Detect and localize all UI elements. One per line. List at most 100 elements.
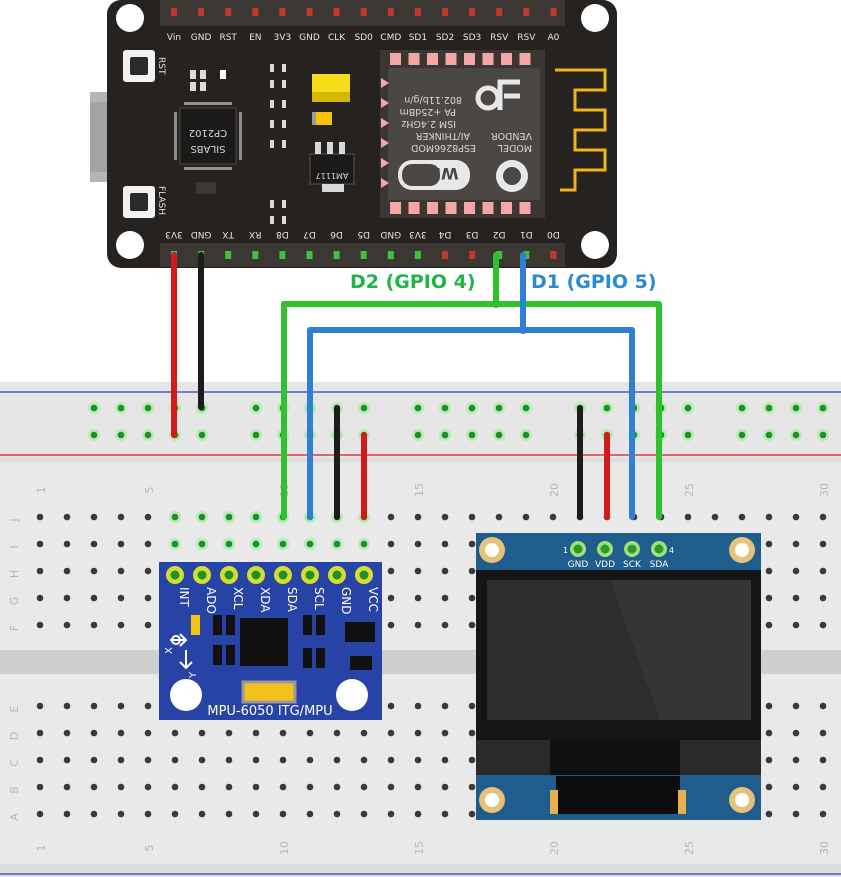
breadboard-hole[interactable] [360,729,368,737]
breadboard-hole[interactable] [252,756,260,764]
breadboard-hole[interactable] [792,594,800,602]
breadboard-hole[interactable] [441,810,449,818]
header-pin[interactable] [306,251,313,259]
header-pin[interactable] [198,8,205,16]
rail-hole[interactable] [90,431,98,439]
header-pin[interactable] [469,8,476,16]
breadboard-hole[interactable] [63,594,71,602]
breadboard-hole[interactable] [279,783,287,791]
breadboard-hole[interactable] [225,756,233,764]
breadboard-hole[interactable] [333,729,341,737]
breadboard-hole[interactable] [819,567,827,575]
breadboard-hole[interactable] [819,702,827,710]
rail-hole[interactable] [117,404,125,412]
breadboard-hole[interactable] [36,594,44,602]
breadboard-hole[interactable] [360,756,368,764]
breadboard-hole[interactable] [36,729,44,737]
breadboard-hole[interactable] [144,810,152,818]
rail-hole[interactable] [414,431,422,439]
breadboard-hole[interactable] [414,702,422,710]
breadboard-hole[interactable] [468,756,476,764]
breadboard-hole[interactable] [360,783,368,791]
breadboard-hole[interactable] [279,540,287,548]
breadboard-hole[interactable] [225,810,233,818]
breadboard-hole[interactable] [63,756,71,764]
breadboard-hole[interactable] [225,513,233,521]
rail-hole[interactable] [144,404,152,412]
breadboard-hole[interactable] [441,729,449,737]
breadboard-hole[interactable] [36,702,44,710]
rail-hole[interactable] [252,404,260,412]
breadboard-hole[interactable] [252,513,260,521]
breadboard-hole[interactable] [441,513,449,521]
breadboard-hole[interactable] [63,729,71,737]
breadboard-hole[interactable] [360,540,368,548]
rail-hole[interactable] [765,431,773,439]
rail-hole[interactable] [522,431,530,439]
mpu-pin-hole[interactable] [170,570,180,580]
header-pin[interactable] [252,251,259,259]
breadboard-hole[interactable] [765,513,773,521]
breadboard-hole[interactable] [765,702,773,710]
breadboard-hole[interactable] [765,810,773,818]
rail-hole[interactable] [144,431,152,439]
breadboard-hole[interactable] [90,621,98,629]
breadboard-hole[interactable] [333,783,341,791]
breadboard-hole[interactable] [171,729,179,737]
oled-pin-hole[interactable] [627,544,637,554]
breadboard-hole[interactable] [387,540,395,548]
breadboard-hole[interactable] [738,513,746,521]
breadboard-hole[interactable] [711,513,719,521]
oled-pin-hole[interactable] [573,544,583,554]
header-pin[interactable] [414,251,421,259]
breadboard-hole[interactable] [468,594,476,602]
breadboard-hole[interactable] [144,756,152,764]
header-pin[interactable] [225,251,232,259]
header-pin[interactable] [333,251,340,259]
header-pin[interactable] [496,8,503,16]
breadboard-hole[interactable] [63,540,71,548]
breadboard-hole[interactable] [819,540,827,548]
breadboard-hole[interactable] [171,540,179,548]
rail-hole[interactable] [468,404,476,412]
breadboard-hole[interactable] [468,540,476,548]
breadboard-hole[interactable] [333,756,341,764]
breadboard-hole[interactable] [306,729,314,737]
rail-hole[interactable] [792,431,800,439]
breadboard-hole[interactable] [360,810,368,818]
breadboard-hole[interactable] [792,540,800,548]
breadboard-hole[interactable] [117,783,125,791]
breadboard-hole[interactable] [468,567,476,575]
breadboard-hole[interactable] [792,810,800,818]
breadboard-hole[interactable] [63,783,71,791]
breadboard-hole[interactable] [117,540,125,548]
breadboard-hole[interactable] [90,513,98,521]
rail-hole[interactable] [603,404,611,412]
oled-pin-hole[interactable] [600,544,610,554]
breadboard-hole[interactable] [414,756,422,764]
breadboard-hole[interactable] [765,621,773,629]
breadboard-hole[interactable] [36,621,44,629]
breadboard-hole[interactable] [144,567,152,575]
header-pin[interactable] [550,8,557,16]
breadboard-hole[interactable] [144,513,152,521]
breadboard-hole[interactable] [90,756,98,764]
breadboard-hole[interactable] [198,540,206,548]
mpu-pin-hole[interactable] [332,570,342,580]
breadboard-hole[interactable] [225,783,233,791]
breadboard-hole[interactable] [414,729,422,737]
breadboard-hole[interactable] [792,702,800,710]
breadboard-hole[interactable] [684,513,692,521]
breadboard-hole[interactable] [414,810,422,818]
header-pin[interactable] [360,251,367,259]
breadboard-hole[interactable] [90,540,98,548]
breadboard-hole[interactable] [765,540,773,548]
header-pin[interactable] [442,8,448,16]
breadboard-hole[interactable] [792,756,800,764]
mpu-pin-hole[interactable] [197,570,207,580]
breadboard-hole[interactable] [387,621,395,629]
breadboard-hole[interactable] [117,621,125,629]
breadboard-hole[interactable] [171,783,179,791]
breadboard-hole[interactable] [90,567,98,575]
rail-hole[interactable] [765,404,773,412]
